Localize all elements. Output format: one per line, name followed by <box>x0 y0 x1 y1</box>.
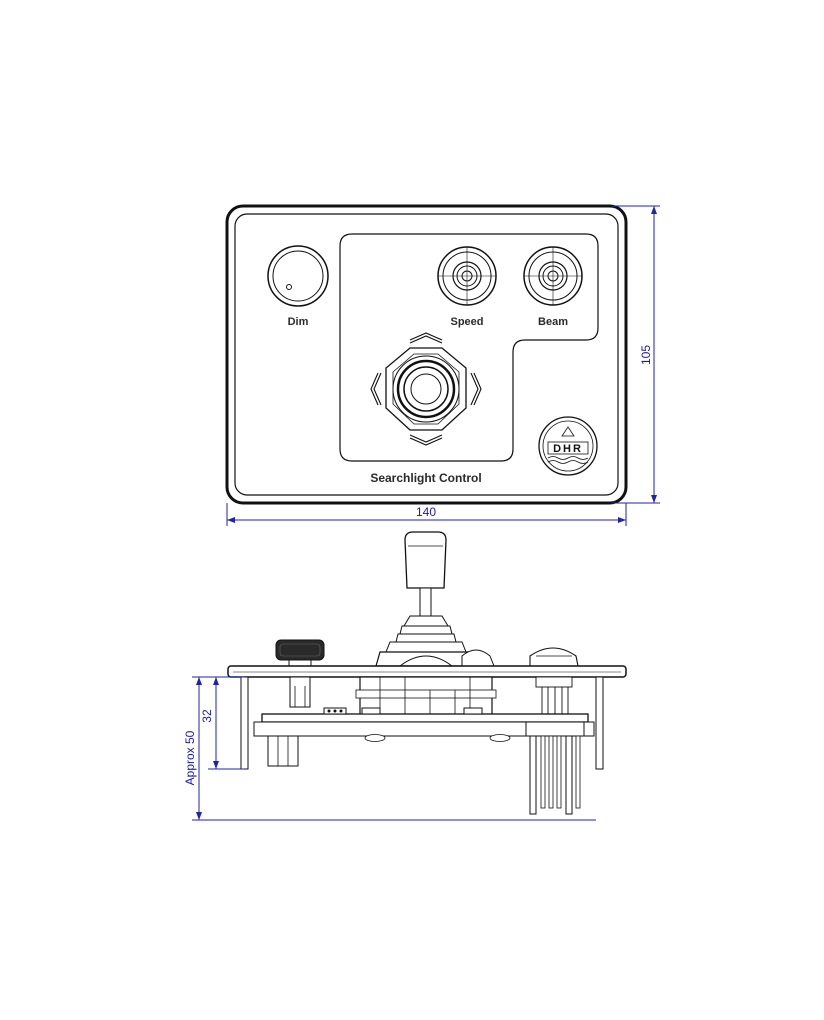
side-connector <box>323 707 347 715</box>
control-recess-outline <box>339 233 599 462</box>
side-right-standoff <box>595 676 604 770</box>
side-dim-terminal <box>267 735 299 767</box>
dhr-logo-text: DHR <box>553 443 583 455</box>
side-front-plate <box>227 665 627 678</box>
joystick[interactable] <box>385 347 467 431</box>
dim-indicator-dot <box>286 284 292 290</box>
side-beam-knob <box>529 647 579 667</box>
side-joystick-shaft <box>419 587 432 617</box>
dhr-logo: DHR <box>538 416 598 476</box>
height-dimension-label: 105 <box>639 345 653 365</box>
side-left-standoff <box>240 676 249 770</box>
joystick-right-chevron-icon <box>470 372 482 406</box>
side-pcb <box>261 713 589 723</box>
side-dim-potentiometer <box>289 676 311 708</box>
front-view: Dim Speed Beam <box>225 204 660 526</box>
width-dimension <box>226 503 627 526</box>
side-beam-switch-body <box>535 676 573 714</box>
joystick-left-chevron-icon <box>370 372 382 406</box>
side-joystick-bellows <box>375 615 479 667</box>
total-depth-dimension <box>192 676 596 821</box>
body-depth-label: 32 <box>200 709 214 723</box>
side-joystick-grip <box>404 531 447 589</box>
side-speed-knob <box>461 649 495 667</box>
total-depth-label: Approx 50 <box>183 730 197 785</box>
side-connector-pins <box>525 721 585 815</box>
joystick-up-chevron-icon <box>409 332 443 344</box>
dim-knob[interactable] <box>267 245 329 307</box>
side-dim-knob <box>275 639 325 661</box>
beam-knob[interactable] <box>523 246 583 306</box>
speed-label: Speed <box>450 316 483 328</box>
height-dimension <box>612 205 660 504</box>
panel-title: Searchlight Control <box>370 471 481 485</box>
beam-label: Beam <box>538 316 568 328</box>
side-view: 32 Approx 50 <box>183 531 627 821</box>
joystick-down-chevron-icon <box>409 434 443 446</box>
width-dimension-label: 140 <box>416 505 436 519</box>
dim-label: Dim <box>288 316 309 328</box>
speed-knob[interactable] <box>437 246 497 306</box>
